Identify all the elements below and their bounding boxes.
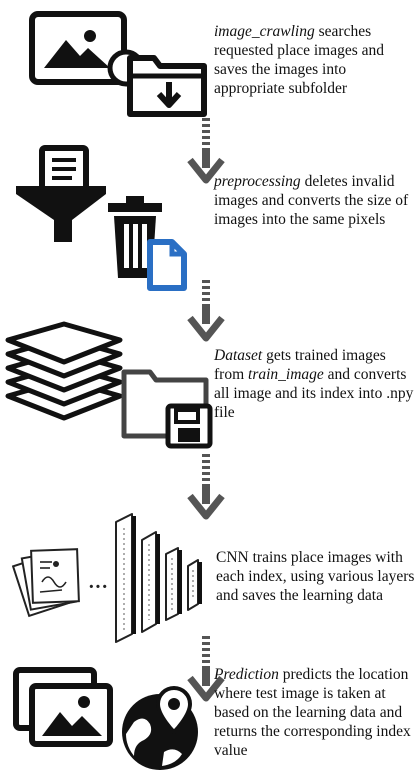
trash-bin-icon	[108, 196, 162, 278]
images-icon	[13, 667, 113, 747]
step-5-text: Prediction predicts the location where t…	[214, 665, 414, 760]
step-5-keyword: Prediction	[214, 666, 279, 683]
step-2-text: preprocessing deletes invalid images and…	[214, 172, 414, 229]
step-2-description: deletes invalid images and converts the …	[214, 173, 409, 228]
step-4-description: CNN trains place images with each index,…	[216, 549, 415, 604]
step-2-keyword: preprocessing	[214, 173, 301, 190]
down-arrow-4-icon	[187, 636, 225, 702]
step-3-keyword: Dataset	[214, 347, 263, 364]
step-1-keyword: image_crawling	[214, 23, 315, 40]
down-arrow-3-icon	[187, 454, 225, 520]
globe-location-icon	[122, 685, 198, 770]
down-arrow-2-icon	[187, 280, 225, 342]
folder-download-icon	[127, 55, 207, 117]
step-5-description: predicts the location where test image i…	[214, 666, 411, 759]
step-3-description-b: and converts all image and its index int…	[214, 366, 414, 421]
file-icon	[147, 239, 187, 291]
step-3-description-a: gets trained images from	[214, 347, 386, 383]
filter-funnel-icon	[16, 145, 106, 242]
ellipsis-text: ···	[88, 576, 109, 598]
image-search-icon	[29, 11, 157, 101]
step-3-text: Dataset gets trained images from train_i…	[214, 346, 414, 422]
step-4-text: CNN trains place images with each index,…	[216, 548, 416, 605]
step-3-keyword-2: train_image	[248, 366, 324, 383]
folder-save-icon	[121, 369, 213, 449]
step-1-description: searches requested place images and save…	[214, 23, 384, 97]
down-arrow-1-icon	[187, 118, 225, 184]
documents-icon	[12, 548, 80, 618]
stacked-layers-icon	[5, 321, 123, 421]
neural-network-layers-icon	[115, 513, 202, 643]
step-1-text: image_crawling searches requested place …	[214, 22, 414, 98]
